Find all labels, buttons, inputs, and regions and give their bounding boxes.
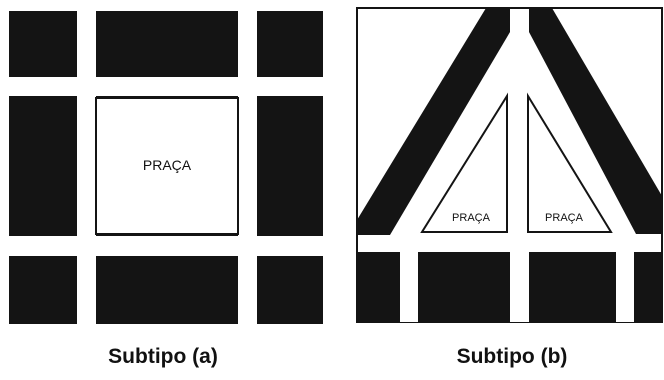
panel-b-block-diagonal-left [357, 8, 510, 235]
panel-b-triangle-right-label: PRAÇA [545, 212, 584, 224]
panel-b-caption: Subtipo (b) [457, 345, 568, 368]
panel-b: PRAÇA PRAÇA [356, 7, 663, 323]
panel-b-block-diagonal-right [529, 8, 662, 234]
panel-b-street-bottom-right [616, 252, 634, 322]
panel-a: PRAÇA [9, 11, 323, 324]
panel-a-street-horizontal-bottom [9, 236, 323, 256]
panel-b-street-bottom-left [400, 252, 418, 322]
panel-a-street-horizontal-top [9, 77, 323, 96]
panel-a-street-vertical-right [238, 11, 257, 324]
panel-a-square [95, 97, 239, 235]
panel-a-caption: Subtipo (a) [108, 345, 218, 368]
panel-b-triangle-left-label: PRAÇA [452, 212, 491, 224]
panel-b-triangle-left [420, 92, 508, 233]
panel-b-triangle-right [527, 92, 613, 233]
panel-a-square-label: PRAÇA [143, 157, 192, 173]
panel-a-street-vertical-left [77, 11, 96, 324]
panel-b-street-bottom-middle [510, 252, 529, 322]
